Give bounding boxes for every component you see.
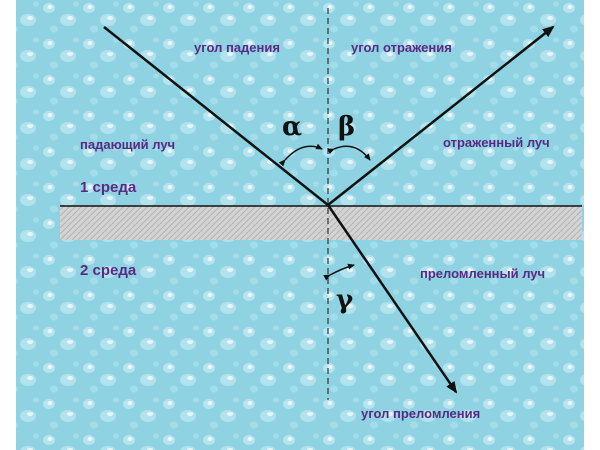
incident-ray xyxy=(103,26,329,206)
reflected-ray xyxy=(327,25,555,206)
gamma-symbol: γ xyxy=(336,285,354,315)
alpha-arc xyxy=(278,143,323,167)
left-border xyxy=(0,0,16,450)
right-border xyxy=(584,0,600,450)
medium-2-label: 2 среда xyxy=(80,262,137,279)
interface-band xyxy=(60,206,582,240)
refracted-ray xyxy=(326,204,458,394)
incidence-angle-label: угол падения xyxy=(194,40,280,55)
incident-ray-label: падающий луч xyxy=(80,137,176,152)
refraction-angle-label: угол преломления xyxy=(361,406,481,421)
beta-symbol: β xyxy=(338,112,356,142)
medium-1-label: 1 среда xyxy=(80,179,137,196)
alpha-symbol: α xyxy=(282,112,303,142)
reflection-angle-label: угол отражения xyxy=(351,40,452,55)
beta-arc xyxy=(327,145,371,161)
refracted-ray-label: преломленный луч xyxy=(420,266,546,281)
gamma-arc xyxy=(323,263,355,281)
reflected-ray-label: отраженный луч xyxy=(443,135,550,150)
